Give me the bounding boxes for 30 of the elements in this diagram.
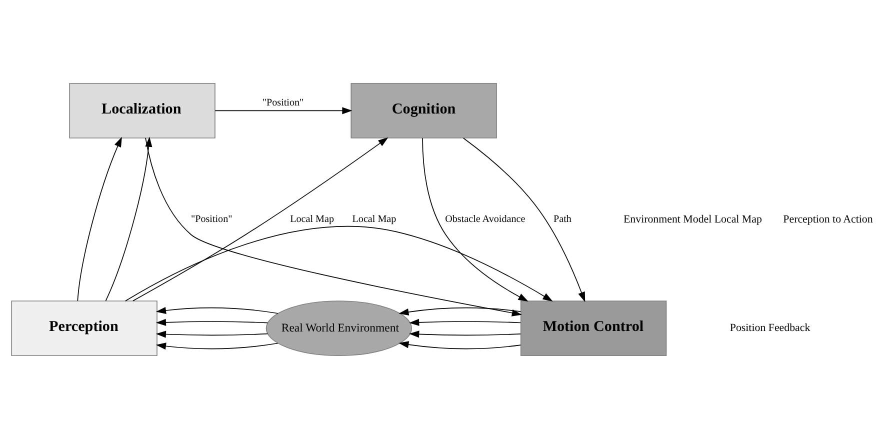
node-box: Motion Control bbox=[520, 300, 667, 356]
node-box: Cognition bbox=[350, 82, 497, 138]
arrow bbox=[145, 138, 522, 316]
arrow bbox=[156, 306, 278, 314]
label: Position Feedback bbox=[730, 322, 810, 334]
arrow bbox=[422, 138, 528, 302]
arrow bbox=[463, 138, 586, 302]
arrow bbox=[124, 226, 553, 302]
arrow bbox=[398, 307, 521, 316]
label: Perception to Action bbox=[783, 213, 873, 226]
edge-label: Local Map bbox=[352, 214, 396, 226]
node-box: Localization bbox=[69, 82, 216, 138]
arrow bbox=[156, 330, 268, 338]
arrow bbox=[409, 330, 521, 338]
arrow bbox=[77, 136, 122, 302]
edge-label: "Position" bbox=[262, 97, 304, 108]
label: Environment Model Local Map bbox=[624, 213, 762, 226]
edge-label: "Position" bbox=[190, 214, 232, 226]
arrow bbox=[398, 341, 521, 350]
arrow bbox=[105, 136, 152, 302]
edge-label: Local Map bbox=[290, 214, 334, 226]
arrow bbox=[409, 318, 521, 326]
arrow bbox=[156, 342, 278, 350]
node-ellipse: Real World Environment bbox=[266, 300, 412, 356]
arrow bbox=[156, 318, 268, 326]
edge-label: Path bbox=[554, 214, 572, 226]
edge-label: Obstacle Avoidance bbox=[445, 214, 526, 226]
node-box: Perception bbox=[11, 300, 158, 356]
arrow bbox=[132, 137, 388, 302]
arrow bbox=[214, 107, 352, 114]
